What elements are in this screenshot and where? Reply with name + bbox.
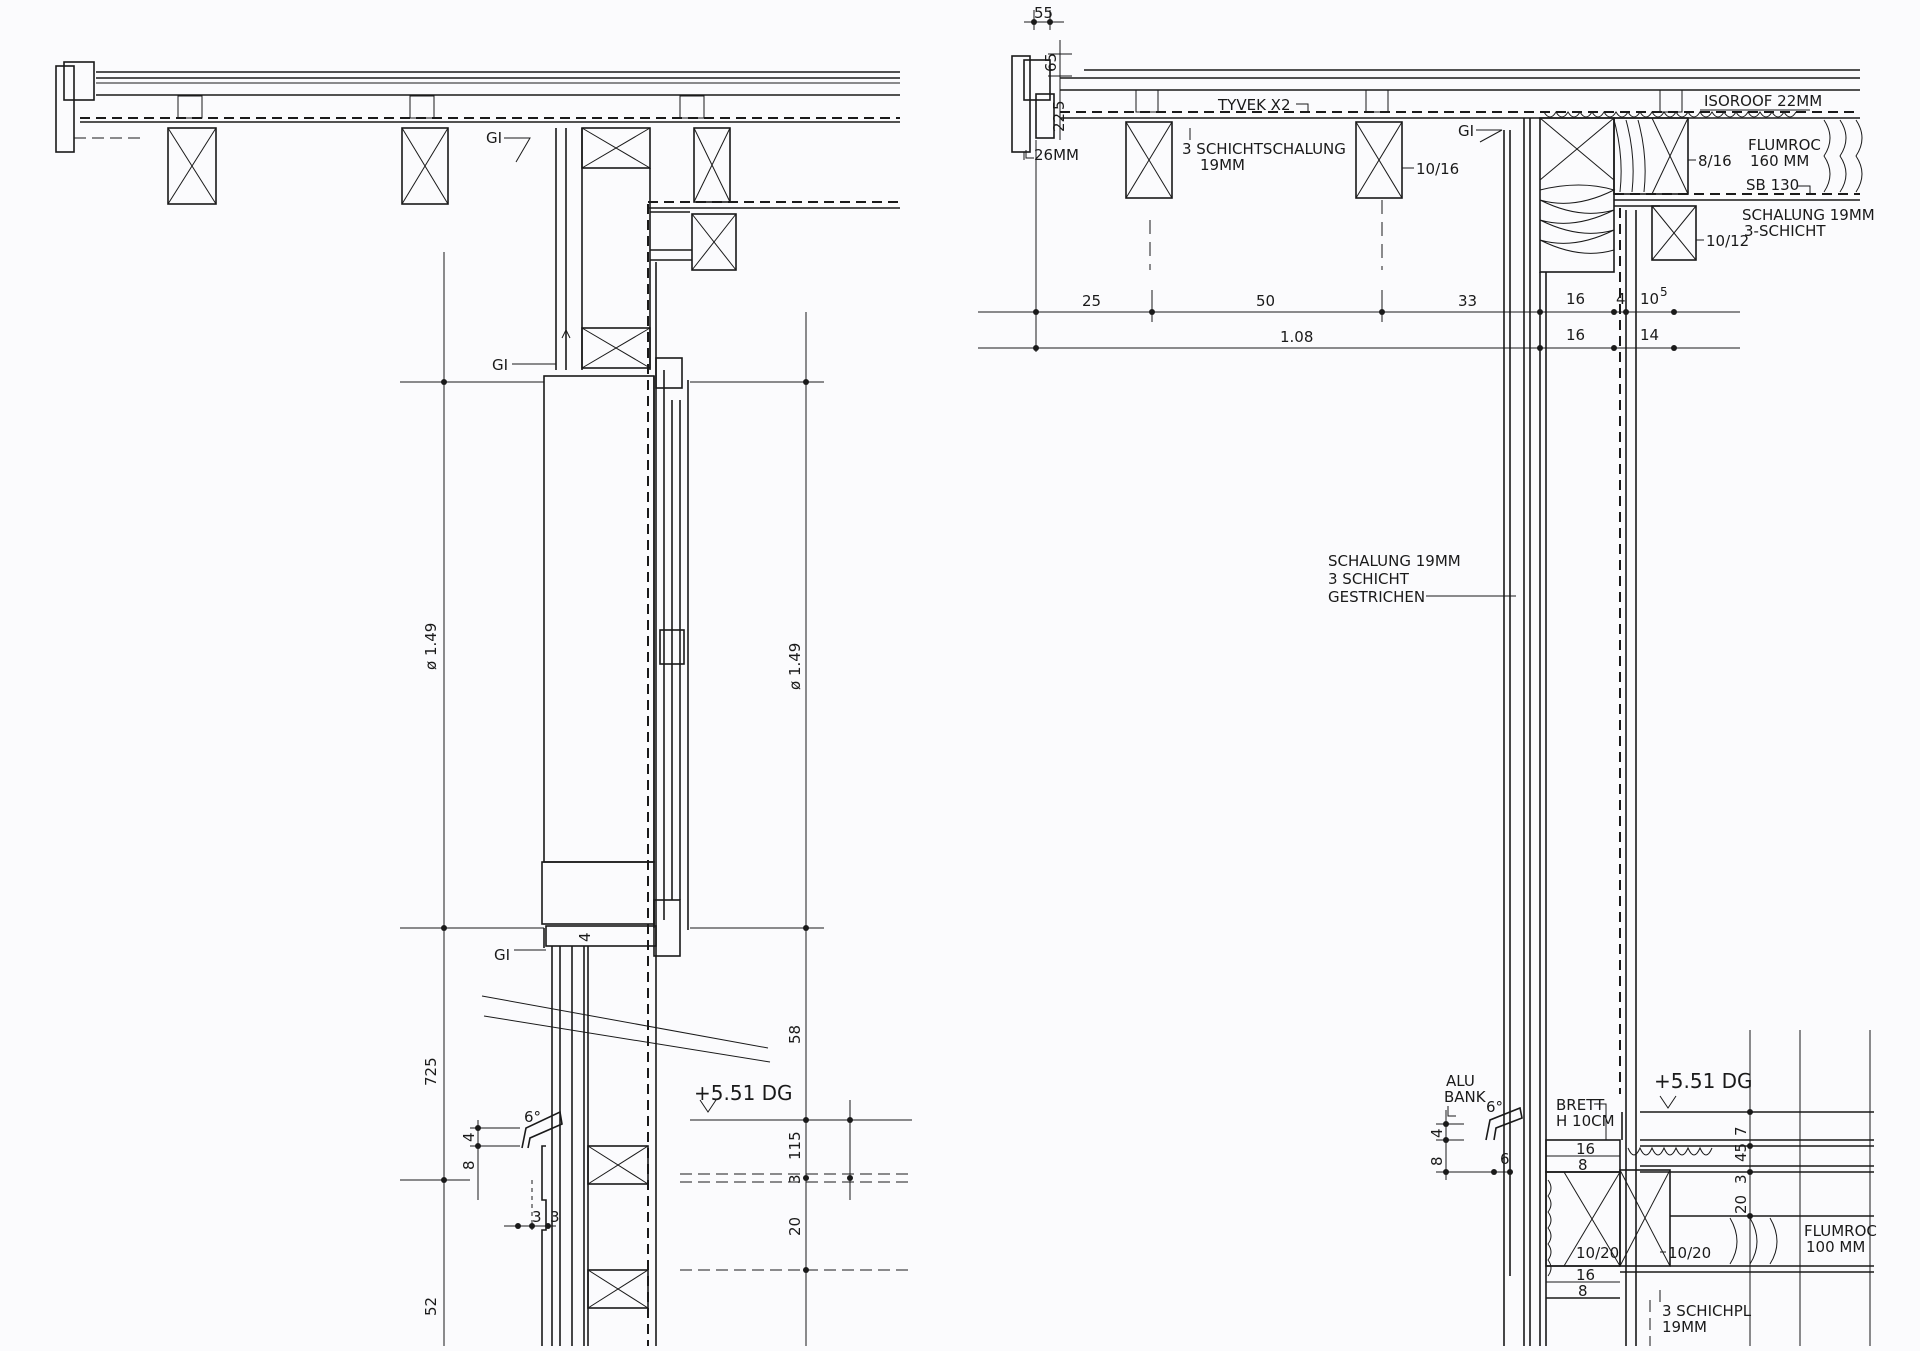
dim-8: 8 [460, 1160, 478, 1170]
flumroc-bot-2: 100 MM [1806, 1238, 1865, 1256]
alu-1: ALU [1446, 1072, 1475, 1090]
right-level-mark: +5.51 DG [1654, 1069, 1753, 1093]
dim-3c: 3 [786, 1174, 804, 1184]
dim-55: 55 [1034, 4, 1053, 22]
schicht-line2: 19MM [1200, 156, 1245, 174]
dim-8c: 8 [1578, 1282, 1588, 1300]
sb130-label: SB 130 [1746, 176, 1799, 194]
dim-20: 20 [786, 1217, 804, 1236]
left-angle: 6° [524, 1108, 541, 1126]
flumroc-bot-1: FLUMROC [1804, 1222, 1877, 1240]
dim-3a: 3 [532, 1208, 542, 1226]
dim-50: 50 [1256, 292, 1275, 310]
schalung-top-2: 3-SCHICHT [1744, 222, 1826, 240]
alu-2: BANK [1444, 1088, 1487, 1106]
dim-725: 725 [422, 1057, 440, 1086]
gi-label-1: GI [486, 129, 502, 147]
dim-20-low: 20 [1732, 1195, 1750, 1214]
dim-25: 25 [1082, 292, 1101, 310]
dim-4b: 4 [460, 1132, 478, 1142]
dim-16b: 16 [1566, 326, 1585, 344]
schicht-line1: 3 SCHICHTSCHALUNG [1182, 140, 1346, 158]
rafter [401, 127, 449, 205]
rafter [1125, 121, 1173, 199]
dim-window-left: ø 1.49 [422, 623, 440, 670]
dim-16c: 16 [1576, 1140, 1595, 1158]
dim-4-low: 4 [1428, 1128, 1446, 1138]
gi-label-right: GI [1458, 122, 1474, 140]
dim-22: 22 [1050, 113, 1068, 132]
left-level-mark: +5.51 DG [694, 1081, 793, 1105]
dim-45: 45 [1732, 1143, 1750, 1162]
dim-65: 65 [1042, 53, 1060, 72]
left-detail: 4 +5.51 DG 6° GI GI GI [55, 61, 912, 1346]
right-angle: 6° [1486, 1098, 1503, 1116]
rafter [1355, 121, 1403, 199]
schalung-mid-3: GESTRICHEN [1328, 588, 1425, 606]
dim-26mm: 26MM [1034, 146, 1079, 164]
dim-4: 4 [1616, 290, 1626, 308]
dim-10-5: 10 [1640, 290, 1659, 308]
schichpl-2: 19MM [1662, 1318, 1707, 1336]
rafter [693, 127, 731, 203]
gi-label-3: GI [494, 946, 510, 964]
dim-3b: 3 [550, 1208, 560, 1226]
dim-115: 115 [786, 1131, 804, 1160]
dim-1-08: 1.08 [1280, 328, 1313, 346]
dim-window-right: ø 1.49 [786, 643, 804, 690]
dim-6: 6 [1500, 1150, 1510, 1168]
dim-7: 7 [1732, 1126, 1750, 1136]
dim-52: 52 [422, 1297, 440, 1316]
flumroc-top-2: 160 MM [1750, 152, 1809, 170]
right-detail: 55 65 5 22 26MM TYVEK X2 ISOROOF 22MM [978, 4, 1877, 1346]
dim-16a: 16 [1566, 290, 1585, 308]
isoroof-label: ISOROOF 22MM [1704, 92, 1822, 110]
dim-4: 4 [576, 932, 594, 942]
gi-label-2: GI [492, 356, 508, 374]
flumroc-top-1: FLUMROC [1748, 136, 1821, 154]
dim-14: 14 [1640, 326, 1659, 344]
schichpl-1: 3 SCHICHPL [1662, 1302, 1752, 1320]
dim-16d: 16 [1576, 1266, 1595, 1284]
schalung-mid-1: SCHALUNG 19MM [1328, 552, 1461, 570]
beam-10-20b: 10/20 [1668, 1244, 1711, 1262]
dim-58: 58 [786, 1025, 804, 1044]
dim-8-low: 8 [1428, 1156, 1446, 1166]
brett-2: H 10CM [1556, 1112, 1615, 1130]
dim-10-5-sup: 5 [1660, 285, 1668, 299]
dim-3-low: 3 [1732, 1174, 1750, 1184]
schalung-mid-2: 3 SCHICHT [1328, 570, 1410, 588]
rafter [167, 127, 217, 205]
beam-10-20a: 10/20 [1576, 1244, 1619, 1262]
dim-5: 5 [1050, 100, 1068, 110]
dim-33: 33 [1458, 292, 1477, 310]
beam-10-16: 10/16 [1416, 160, 1459, 178]
tyvek-label: TYVEK X2 [1217, 96, 1291, 114]
dim-8b: 8 [1578, 1156, 1588, 1174]
brett-1: BRETT [1556, 1096, 1605, 1114]
beam-10-12: 10/12 [1706, 232, 1749, 250]
beam-8-16: 8/16 [1698, 152, 1732, 170]
schalung-top-1: SCHALUNG 19MM [1742, 206, 1875, 224]
